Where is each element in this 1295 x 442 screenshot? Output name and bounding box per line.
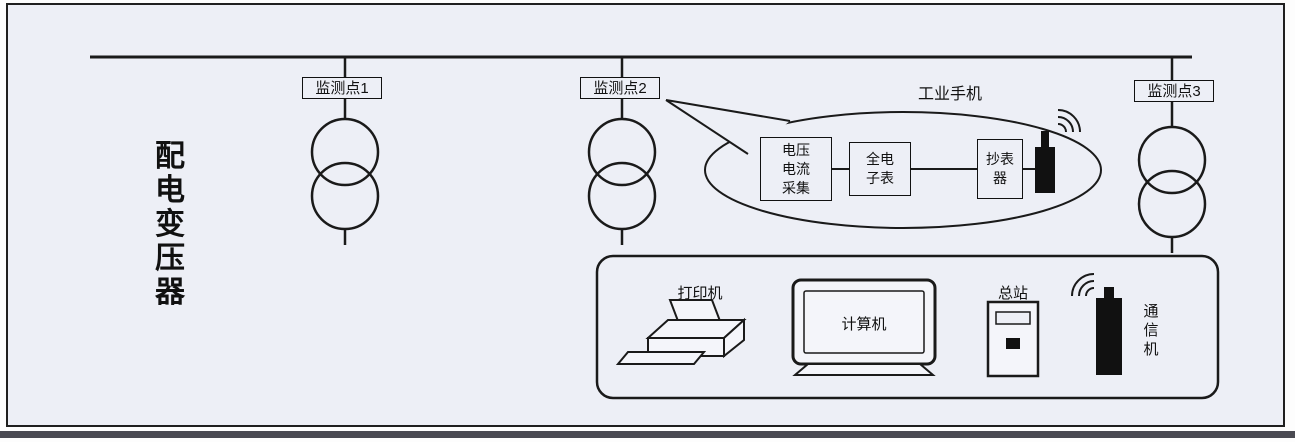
monitor-point-2-label: 监测点2 [580, 77, 660, 99]
meter-reader-box: 抄表 器 [977, 139, 1023, 199]
master-station-label: 总站 [997, 285, 1028, 302]
bottom-border-strip [0, 431, 1295, 438]
transformer-symbol-2 [587, 57, 657, 245]
handheld-reader-icon [1035, 131, 1055, 193]
industrial-handheld-title: 工业手机 [918, 86, 983, 103]
voltage-current-collection-box: 电压 电流 采集 [760, 137, 832, 201]
electronic-meter-box: 全电 子表 [849, 142, 911, 196]
printer-icon [615, 299, 747, 365]
master-station-icon [986, 300, 1040, 378]
comm-device-label: 通信机 [1143, 303, 1159, 358]
monitor-point-3-label: 监测点3 [1134, 80, 1214, 102]
comm-device-icon [1096, 287, 1122, 375]
wireless-signal-icon-top [1057, 109, 1081, 133]
wireless-signal-icon-bottom [1071, 273, 1095, 297]
distribution-transformer-label: 配电变压器 [155, 140, 185, 309]
computer-icon [791, 278, 937, 376]
computer-label: 计算机 [841, 316, 887, 333]
monitor-point-1-label: 监测点1 [302, 77, 382, 99]
printer-label: 打印机 [677, 285, 723, 302]
